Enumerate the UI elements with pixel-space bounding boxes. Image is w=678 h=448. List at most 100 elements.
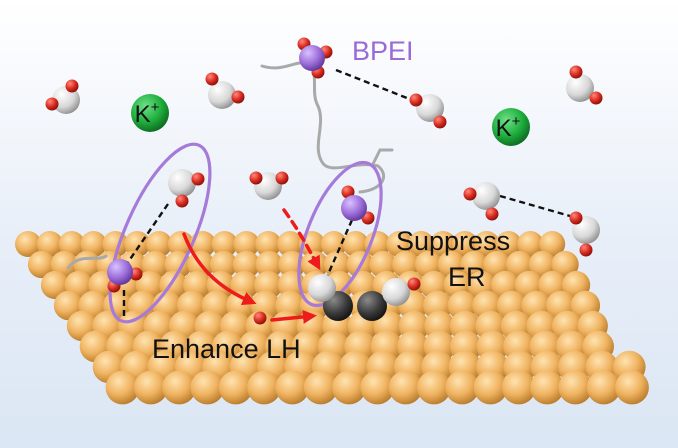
surface-atom	[211, 231, 238, 257]
surface-atom	[342, 231, 369, 257]
surface-atom	[473, 370, 508, 405]
bpei-chain-left	[66, 254, 108, 270]
bpei-label: BPEI	[352, 36, 414, 66]
surface-atom	[495, 231, 522, 257]
surface-atom	[445, 370, 480, 405]
surface-atom	[386, 231, 413, 257]
surface-atom	[408, 231, 435, 257]
oxygen-atom	[249, 171, 263, 185]
surface-atom	[388, 370, 423, 405]
water-molecule	[409, 93, 447, 129]
amine-group-left	[107, 259, 143, 293]
surface-atom	[615, 370, 649, 405]
surface-atom	[80, 231, 107, 257]
surface-atom	[473, 231, 500, 257]
potassium-ion-right: K+	[492, 108, 530, 146]
oxygen-atom	[433, 115, 447, 129]
surface-atom	[303, 370, 338, 405]
oxygen-atom	[231, 90, 245, 104]
water-molecule	[168, 169, 205, 208]
surface-atom	[517, 231, 544, 257]
hydrogen-atom	[416, 94, 444, 122]
surface-atom	[551, 250, 579, 279]
hydrogen-atom	[382, 278, 410, 306]
oxygen-atom	[569, 211, 583, 225]
bond-dash-top-right	[335, 68, 413, 102]
oxygen-atom	[191, 172, 205, 186]
surface-atom	[364, 231, 391, 257]
oxygen-atom	[485, 207, 499, 221]
adsorbed-oxygen	[253, 311, 267, 325]
surface-atom	[36, 231, 63, 257]
surface-atom	[167, 231, 194, 257]
nitrogen-atom	[299, 45, 325, 71]
surface-atom	[247, 370, 281, 405]
water-molecule	[463, 182, 500, 221]
potassium-ion-right-sphere	[492, 108, 530, 146]
surface-atom	[190, 370, 225, 405]
suppress-label-line2: ER	[448, 262, 486, 292]
molecules	[45, 37, 603, 325]
water-molecule	[249, 171, 289, 200]
svg-text:K+: K+	[135, 99, 160, 128]
hydrogen-atom	[52, 86, 80, 114]
arrow-straight-lh	[270, 309, 317, 324]
hydrogen-atom	[168, 169, 196, 197]
oxygen-atom	[569, 65, 583, 79]
hydrogen-atom	[308, 274, 336, 302]
surface-atom	[275, 370, 310, 405]
oxygen-atom	[205, 72, 219, 86]
bpei-branch	[370, 148, 394, 168]
arrow-dashed-er	[282, 208, 321, 271]
water-molecule	[566, 65, 603, 105]
potassium-ion-right-charge: +	[512, 113, 521, 130]
hydrogen-atom	[472, 182, 500, 210]
reaction-arrows	[182, 208, 321, 324]
oxygen-atom	[175, 194, 189, 208]
surface-atom	[539, 231, 566, 257]
surface-atom	[233, 231, 260, 257]
surface-atom	[320, 231, 347, 257]
water-molecule	[205, 72, 245, 109]
oxygen-atom	[409, 93, 423, 107]
surface-atom	[430, 231, 456, 257]
carbon-atom	[357, 291, 387, 321]
hydrogen-atom	[566, 74, 594, 102]
metal-surface	[15, 231, 649, 405]
nitrogen-atom	[341, 195, 367, 221]
adsorbed-intermediate	[308, 274, 421, 321]
surface-atom	[277, 231, 304, 257]
enhance-label: Enhance LH	[152, 334, 301, 364]
surface-atom	[162, 370, 197, 405]
surface-atom	[586, 370, 621, 405]
surface-atom	[451, 231, 478, 257]
surface-atom	[255, 250, 283, 279]
surface-atom	[558, 370, 593, 405]
surface-atom	[27, 250, 56, 279]
hydrogen-atom	[208, 81, 236, 109]
surface-atom	[133, 370, 168, 405]
surface-atom	[15, 231, 41, 257]
amine-group-top	[297, 37, 333, 79]
oxygen-atom	[589, 91, 603, 105]
nitrogen-atom	[107, 259, 133, 285]
oxygen-atom	[65, 79, 79, 93]
potassium-ion-left-sphere	[131, 94, 169, 132]
surface-atom	[501, 370, 536, 405]
potassium-ion-right-label: K	[496, 115, 512, 142]
active-site-ellipse-right	[297, 160, 383, 308]
bond-dash-right	[499, 194, 571, 218]
oxygen-atom	[275, 171, 289, 185]
surface-atom	[146, 231, 172, 257]
potassium-ion-left-charge: +	[151, 99, 160, 116]
suppress-label-line1: Suppress	[396, 226, 510, 256]
water-molecule	[569, 211, 600, 257]
surface-atom	[417, 370, 451, 405]
surface-atom	[40, 270, 70, 300]
oxygen-atom	[45, 97, 59, 111]
arrow-curved-lh	[182, 232, 257, 306]
surface-atom	[58, 231, 85, 257]
potassium-ion-left: K+	[131, 94, 169, 132]
oxygen-atom	[579, 243, 593, 257]
surface-atom	[255, 231, 282, 257]
